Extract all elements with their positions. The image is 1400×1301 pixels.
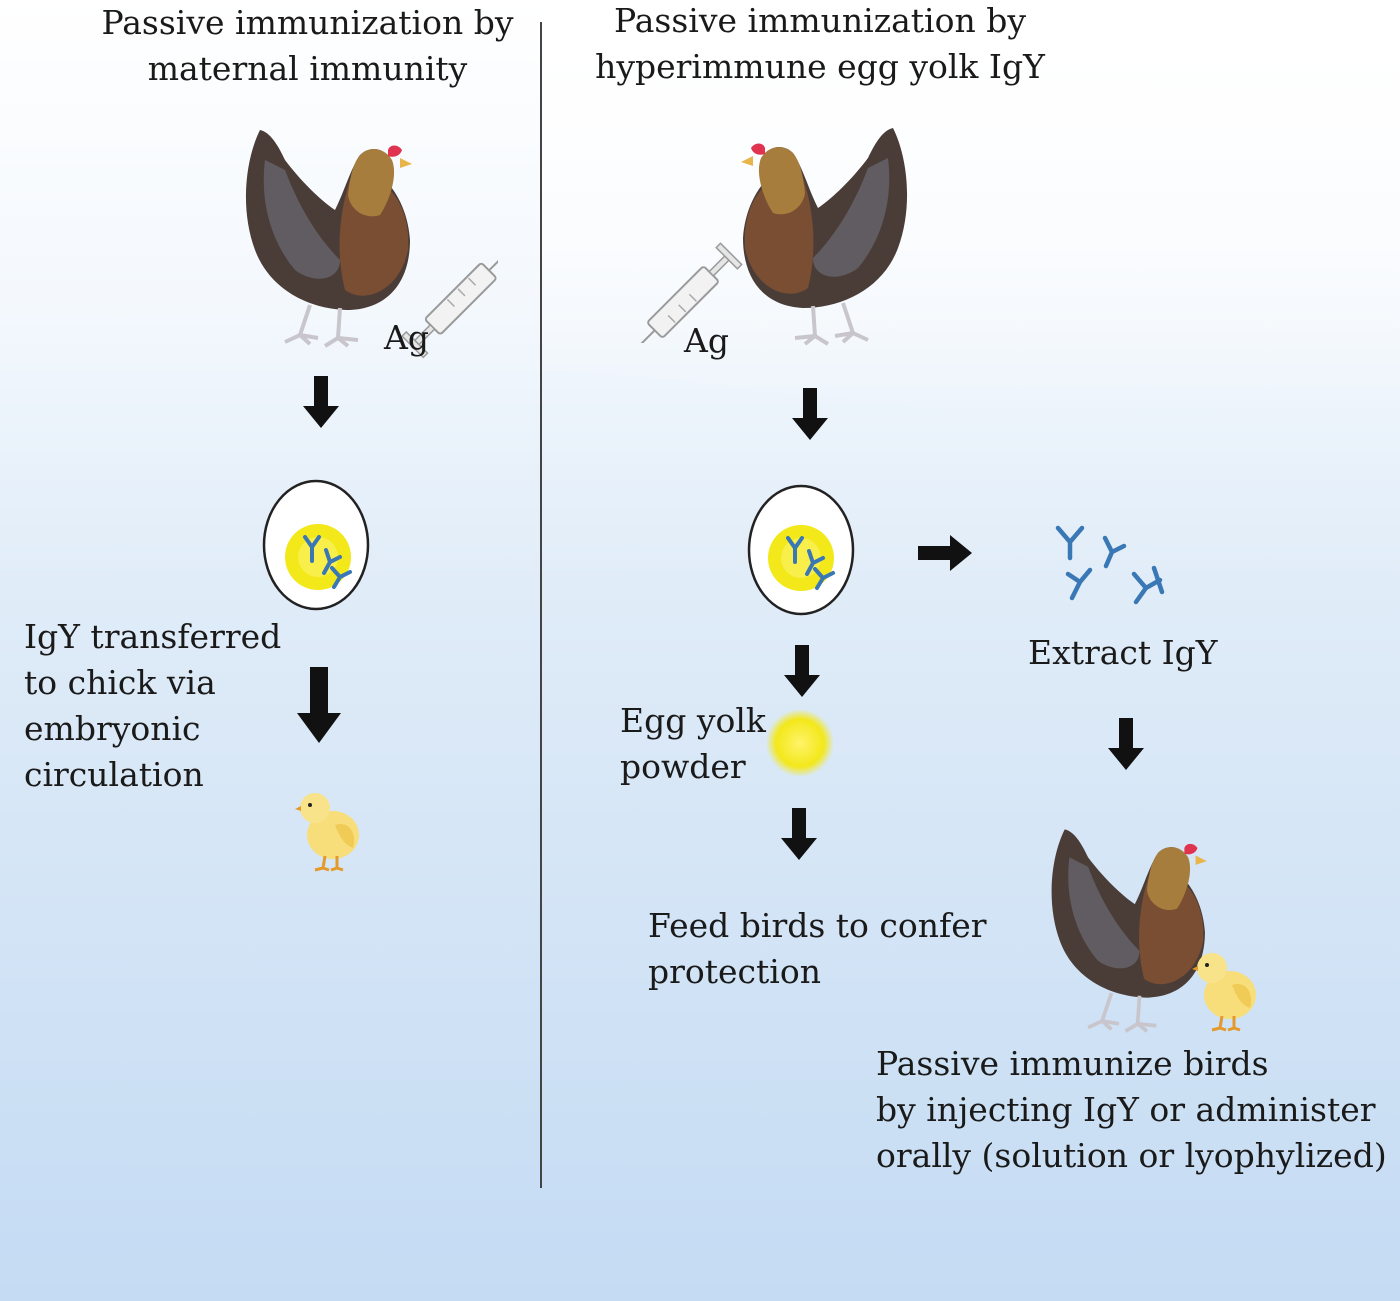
hen-icon [741, 128, 908, 346]
left-antigen-label: Ag [384, 318, 429, 357]
right-antigen-label: Ag [684, 321, 729, 360]
arrow-down-icon [297, 667, 341, 743]
chick-icon [1192, 953, 1256, 1032]
feed-line2: protection [648, 952, 821, 991]
left-title-line2: maternal immunity [147, 49, 468, 88]
hen-icon [1051, 829, 1207, 1033]
hen-icon [245, 130, 412, 348]
syringe-icon [400, 258, 498, 359]
transfer-line1: IgY transferred [24, 617, 282, 656]
arrow-down-icon [781, 808, 817, 860]
antibodies-icon [1055, 525, 1165, 605]
egg-icon [262, 479, 370, 611]
feed-line1: Feed birds to confer [648, 906, 987, 945]
right-title-line2: hyperimmune egg yolk IgY [595, 47, 1045, 86]
arrow-down-icon [784, 645, 820, 697]
right-title-line1: Passive immunization by [614, 1, 1026, 40]
transfer-line2: to chick via [24, 663, 216, 702]
powder-line1: Egg yolk [620, 701, 766, 740]
arrow-down-icon [1108, 718, 1144, 770]
passive-line2: by injecting IgY or administer [876, 1090, 1376, 1129]
syringe-icon [640, 242, 743, 343]
arrow-down-icon [792, 388, 828, 440]
egg-icon [747, 484, 855, 616]
arrow-down-icon [303, 376, 339, 428]
chick-icon [295, 793, 359, 872]
antibody-icon [303, 535, 352, 589]
left-title-line1: Passive immunization by [101, 3, 514, 42]
transfer-line3: embryonic [24, 709, 201, 748]
antibody-icon [786, 536, 835, 590]
passive-line3: orally (solution or lyophylized) [876, 1136, 1387, 1175]
transfer-line4: circulation [24, 755, 204, 794]
arrow-right-icon [918, 535, 972, 571]
powder-line2: powder [620, 747, 746, 786]
yolk-powder-icon [766, 709, 834, 777]
passive-line1: Passive immunize birds [876, 1044, 1269, 1083]
extract-label: Extract IgY [1028, 633, 1218, 672]
